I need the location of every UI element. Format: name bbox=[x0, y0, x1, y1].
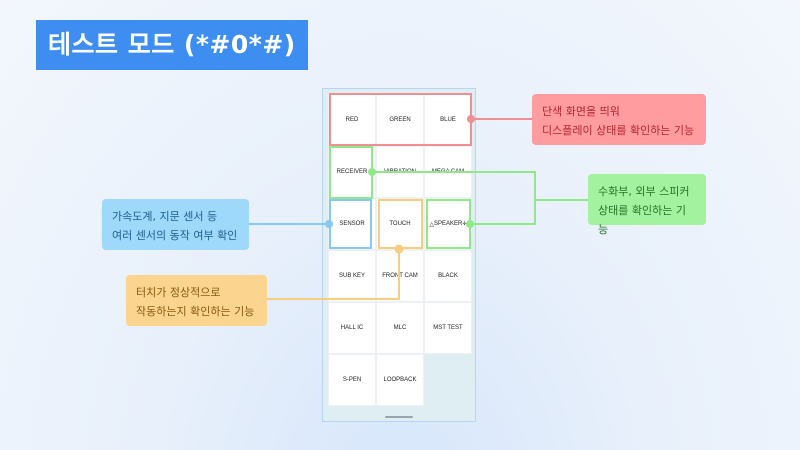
hall-ic-button[interactable]: HALL IC bbox=[328, 302, 376, 354]
display-note-line1: 단색 화면을 띄워 bbox=[542, 105, 620, 118]
speaker-note-line2: 상태를 확인하는 기능 bbox=[598, 204, 686, 236]
warning-icon: △ bbox=[429, 221, 435, 228]
sensor-note-line2: 여러 센서의 동작 여부 확인 bbox=[112, 229, 238, 242]
mst-test-button[interactable]: MST TEST bbox=[424, 302, 472, 354]
mlc-button[interactable]: MLC bbox=[376, 302, 424, 354]
sensor-note-line1: 가속도계, 지문 센서 등 bbox=[112, 210, 218, 223]
home-indicator bbox=[385, 416, 413, 418]
touch-note-line2: 작동하는지 확인하는 기능 bbox=[136, 305, 255, 318]
sensor-note: 가속도계, 지문 센서 등 여러 센서의 동작 여부 확인 bbox=[102, 199, 249, 250]
touch-note: 터치가 정상적으로 작동하는지 확인하는 기능 bbox=[126, 275, 267, 326]
speaker-note: 수화부, 외부 스피커 상태를 확인하는 기능 bbox=[588, 174, 706, 236]
loopback-button[interactable]: LOOPBACK bbox=[376, 354, 424, 406]
yellow-connector bbox=[267, 249, 400, 300]
yellow-dot bbox=[394, 244, 404, 254]
black-button[interactable]: BLACK bbox=[424, 250, 472, 302]
speaker-label: SPEAKER bbox=[434, 221, 463, 227]
display-note: 단색 화면을 띄워 디스플레이 상태를 확인하는 기능 bbox=[532, 94, 706, 145]
page-title: 테스트 모드 (*#0*#) bbox=[36, 20, 308, 70]
green-connector-receiver bbox=[372, 171, 588, 201]
display-note-line2: 디스플레이 상태를 확인하는 기능 bbox=[542, 124, 695, 137]
sub-key-button[interactable]: SUB KEY bbox=[328, 250, 376, 302]
blue-dot bbox=[325, 220, 333, 228]
s-pen-button[interactable]: S-PEN bbox=[328, 354, 376, 406]
speaker-note-line1: 수화부, 외부 스피커 bbox=[598, 185, 690, 198]
red-dot bbox=[467, 115, 475, 123]
green-dot-receiver bbox=[368, 168, 376, 176]
speaker-button[interactable]: △SPEAKER✢ bbox=[424, 198, 472, 250]
green-dot-speaker bbox=[466, 220, 474, 228]
sensor-button[interactable]: SENSOR bbox=[328, 198, 376, 250]
touch-note-line1: 터치가 정상적으로 bbox=[136, 286, 221, 299]
fan-icon: ✢ bbox=[462, 221, 467, 227]
green-connector-speaker bbox=[470, 200, 536, 225]
empty-cell bbox=[424, 354, 472, 406]
